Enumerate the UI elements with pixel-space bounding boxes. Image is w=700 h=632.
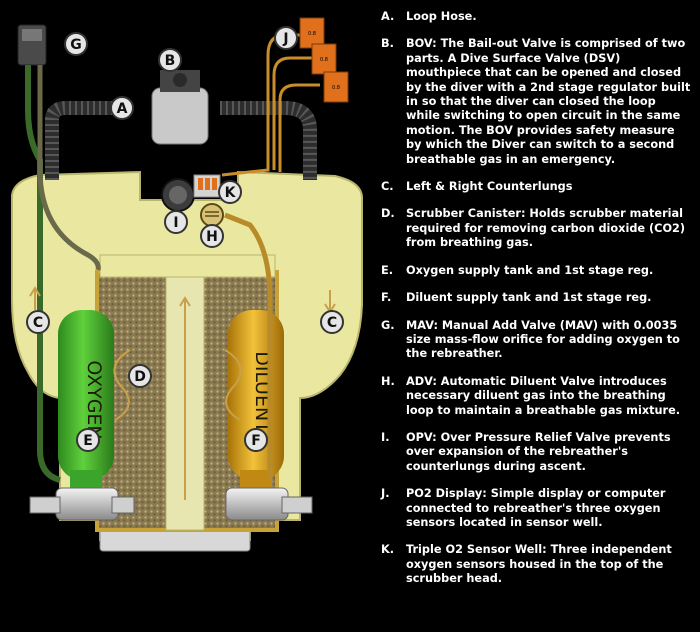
oxygen-first-stage (55, 487, 119, 521)
legend-text: Left & Right Counterlungs (406, 180, 573, 194)
bov-mouthpiece (151, 87, 209, 145)
callout-c-right (320, 310, 344, 334)
legend-item-e: E. Oxygen supply tank and 1st stage reg. (381, 264, 693, 278)
display-tag-1 (299, 17, 325, 49)
legend-item-g: G. MAV: Manual Add Valve (MAV) with 0.003… (381, 319, 693, 362)
legend-letter: C. (381, 180, 394, 194)
legend-item-c: C. Left & Right Counterlungs (381, 180, 693, 194)
legend-text: MAV: Manual Add Valve (MAV) with 0.0035 … (406, 318, 680, 361)
legend-letter: K. (381, 543, 395, 557)
callout-c-left (26, 310, 50, 334)
legend-item-b: B. BOV: The Bail-out Valve is comprised o… (381, 37, 693, 167)
callout-e (76, 428, 100, 452)
legend-item-f: F. Diluent supply tank and 1st stage reg. (381, 291, 693, 305)
legend-item-j: J. PO2 Display: Simple display or compute… (381, 487, 693, 530)
callout-c-right-label: C (327, 315, 337, 331)
legend-letter: E. (381, 263, 394, 277)
callout-j (274, 26, 298, 50)
callout-b (158, 48, 182, 72)
legend-item-d: D. Scrubber Canister: Holds scrubber mate… (381, 207, 693, 250)
legend-letter: G. (381, 318, 395, 332)
callout-g (64, 32, 88, 56)
callout-g-label: G (70, 37, 82, 53)
callout-i-label: I (173, 215, 178, 231)
rebreather-diagram: OXYGEN DILUENT 0.8 0.8 0.8 A B C (11, 17, 363, 552)
legend-item-a: A. Loop Hose. (381, 10, 693, 24)
legend-text: Scrubber Canister: Holds scrubber materi… (406, 207, 686, 250)
callout-h-label: H (206, 229, 218, 245)
mav-line (37, 65, 101, 271)
legend-text: Diluent supply tank and 1st stage reg. (406, 291, 652, 305)
callout-j-label: J (282, 31, 288, 47)
adv-valve (200, 203, 224, 227)
display-readout-1: 0.8 (308, 31, 316, 37)
callout-a-label: A (117, 101, 128, 117)
legend-text: OPV: Over Pressure Relief Valve prevents… (406, 430, 671, 473)
legend-letter: D. (381, 207, 395, 221)
diluent-first-stage (225, 487, 289, 521)
legend: A. Loop Hose. B. BOV: The Bail-out Valve i… (381, 10, 693, 600)
callout-f-label: F (251, 433, 261, 449)
callout-d (128, 364, 152, 388)
legend-letter: H. (381, 374, 395, 388)
callout-f (244, 428, 268, 452)
callout-k-label: K (225, 185, 237, 201)
po2-display: 0.8 0.8 0.8 (299, 17, 349, 103)
callout-e-label: E (83, 433, 93, 449)
callout-k (218, 180, 242, 204)
diluent-supply-line (224, 212, 273, 480)
callout-d-label: D (134, 369, 146, 385)
callout-c-left-label: C (33, 315, 43, 331)
scrubber-head (99, 254, 276, 278)
legend-letter: J. (381, 487, 390, 501)
oxygen-tank-label: OXYGEN (83, 360, 105, 439)
callout-markers: A B C C D E F G H I J K (26, 26, 344, 452)
callout-b-label: B (165, 53, 176, 69)
legend-letter: B. (381, 37, 394, 51)
flow-arrows (29, 286, 336, 500)
legend-letter: F. (381, 291, 392, 305)
legend-letter: A. (381, 10, 395, 23)
callout-h (200, 224, 224, 248)
legend-text: Oxygen supply tank and 1st stage reg. (406, 263, 654, 277)
legend-text: PO2 Display: Simple display or computer … (406, 487, 666, 529)
callout-i (164, 210, 188, 234)
legend-item-h: H. ADV: Automatic Diluent Valve introduce… (381, 375, 693, 418)
display-readout-2: 0.8 (320, 57, 328, 63)
legend-text: Triple O2 Sensor Well: Three independent… (406, 543, 672, 586)
display-readout-3: 0.8 (332, 85, 340, 91)
legend-item-i: I. OPV: Over Pressure Relief Valve preven… (381, 431, 693, 474)
legend-item-k: K. Triple O2 Sensor Well: Three independe… (381, 543, 693, 586)
callout-a (110, 96, 134, 120)
legend-letter: I. (381, 430, 390, 444)
display-tag-3 (323, 71, 349, 103)
legend-text: ADV: Automatic Diluent Valve introduces … (406, 374, 681, 417)
oxygen-tank (58, 310, 114, 480)
legend-text: Loop Hose. (406, 10, 477, 23)
legend-text: BOV: The Bail-out Valve is comprised of … (406, 37, 691, 166)
